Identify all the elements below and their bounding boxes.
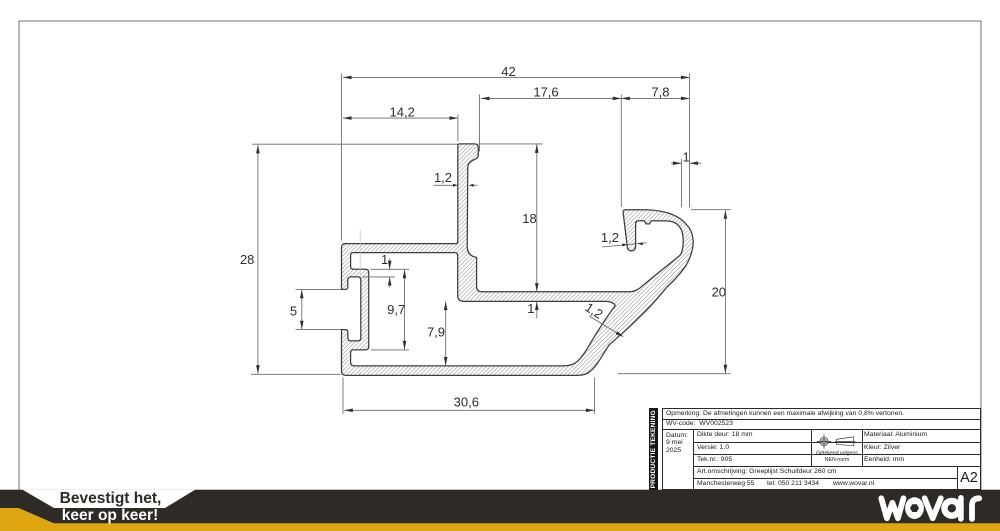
svg-text:17,6: 17,6 — [533, 85, 558, 100]
svg-text:1,2: 1,2 — [582, 299, 605, 321]
svg-text:30,6: 30,6 — [454, 395, 479, 410]
svg-text:1,2: 1,2 — [434, 170, 452, 185]
svg-text:7,9: 7,9 — [427, 325, 445, 340]
svg-text:Getekend volgens: Getekend volgens — [816, 451, 858, 457]
svg-text:5: 5 — [290, 304, 297, 319]
svg-text:28: 28 — [240, 252, 254, 267]
svg-text:7,8: 7,8 — [651, 85, 669, 100]
svg-text:1: 1 — [682, 150, 689, 165]
svg-text:1: 1 — [381, 252, 388, 267]
svg-text:NEN-norm: NEN-norm — [824, 457, 849, 463]
svg-text:42: 42 — [501, 64, 515, 79]
svg-text:14,2: 14,2 — [390, 105, 415, 120]
svg-text:1,2: 1,2 — [601, 230, 619, 245]
svg-text:20: 20 — [712, 285, 726, 300]
svg-text:18: 18 — [522, 211, 536, 226]
svg-text:1: 1 — [527, 301, 534, 316]
svg-text:9,7: 9,7 — [387, 302, 405, 317]
